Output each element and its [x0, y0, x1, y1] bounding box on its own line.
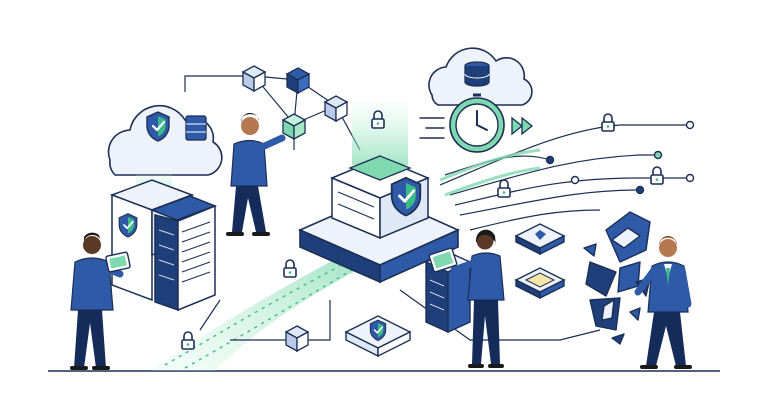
shield-tile [514, 223, 566, 256]
cube-node-icon [242, 65, 266, 92]
server-rack-icon [109, 179, 218, 312]
padlock-icon [601, 113, 615, 132]
cube-node-icon [285, 325, 309, 352]
cube-node-icon [324, 95, 348, 122]
person-woman-with-tablet [450, 229, 505, 368]
tablet-icon [428, 247, 458, 273]
cube-node-icon [286, 67, 310, 94]
fast-forward-icon [511, 116, 534, 136]
central-beam [352, 95, 408, 165]
cube-node-icon [282, 113, 306, 140]
tablet-icon [105, 251, 131, 273]
shield-tile [344, 315, 412, 358]
padlock-icon [283, 259, 297, 278]
database-icon [185, 115, 207, 141]
padlock-icon [650, 166, 664, 185]
person-man-in-suit [634, 236, 692, 369]
green-stream-lines [439, 148, 541, 197]
database-icon [464, 61, 490, 87]
person-center-holding-cube [226, 112, 286, 236]
highlight-tile [514, 267, 566, 300]
main-server [298, 155, 460, 284]
data-stream-trail [150, 262, 372, 371]
network-nodes [545, 120, 695, 195]
clock-icon [449, 93, 505, 153]
speed-lines [419, 117, 445, 139]
broken-cube-icon [583, 211, 651, 345]
padlock-icon [181, 331, 195, 350]
padlock-icon [497, 179, 511, 198]
